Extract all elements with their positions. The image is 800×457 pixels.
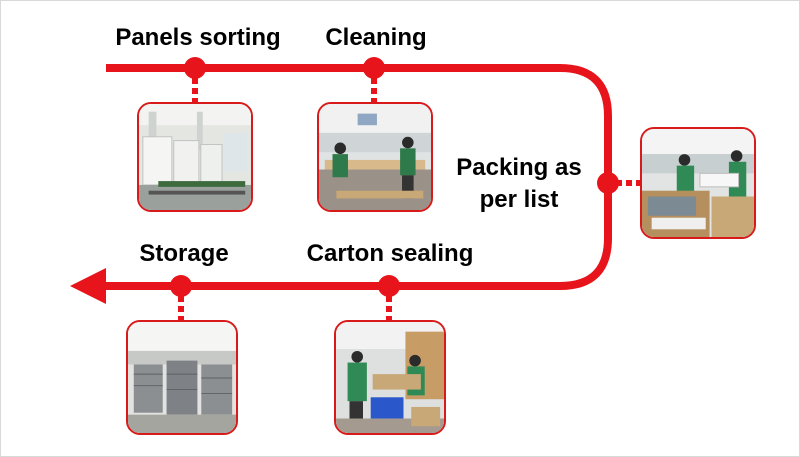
label-packing-line-2: per list bbox=[479, 186, 559, 213]
label-carton-sealing: Carton sealing bbox=[306, 240, 474, 267]
label-packing-line-1: Packing as bbox=[456, 154, 582, 181]
carton-sealing-photo bbox=[334, 320, 446, 435]
label-cleaning: Cleaning bbox=[325, 24, 427, 51]
node-carton-sealing bbox=[378, 275, 400, 297]
node-cleaning bbox=[363, 57, 385, 79]
label-panels-sorting: Panels sorting bbox=[115, 24, 281, 51]
label-packing: Packing as per list bbox=[452, 152, 586, 216]
node-panels-sorting bbox=[184, 57, 206, 79]
storage-photo bbox=[126, 320, 238, 435]
panels-sorting-photo bbox=[137, 102, 253, 212]
node-storage bbox=[170, 275, 192, 297]
label-storage: Storage bbox=[139, 240, 229, 267]
flow-arrowhead bbox=[70, 268, 106, 304]
packing-photo bbox=[640, 127, 756, 239]
cleaning-photo bbox=[317, 102, 433, 212]
node-packing bbox=[597, 172, 619, 194]
